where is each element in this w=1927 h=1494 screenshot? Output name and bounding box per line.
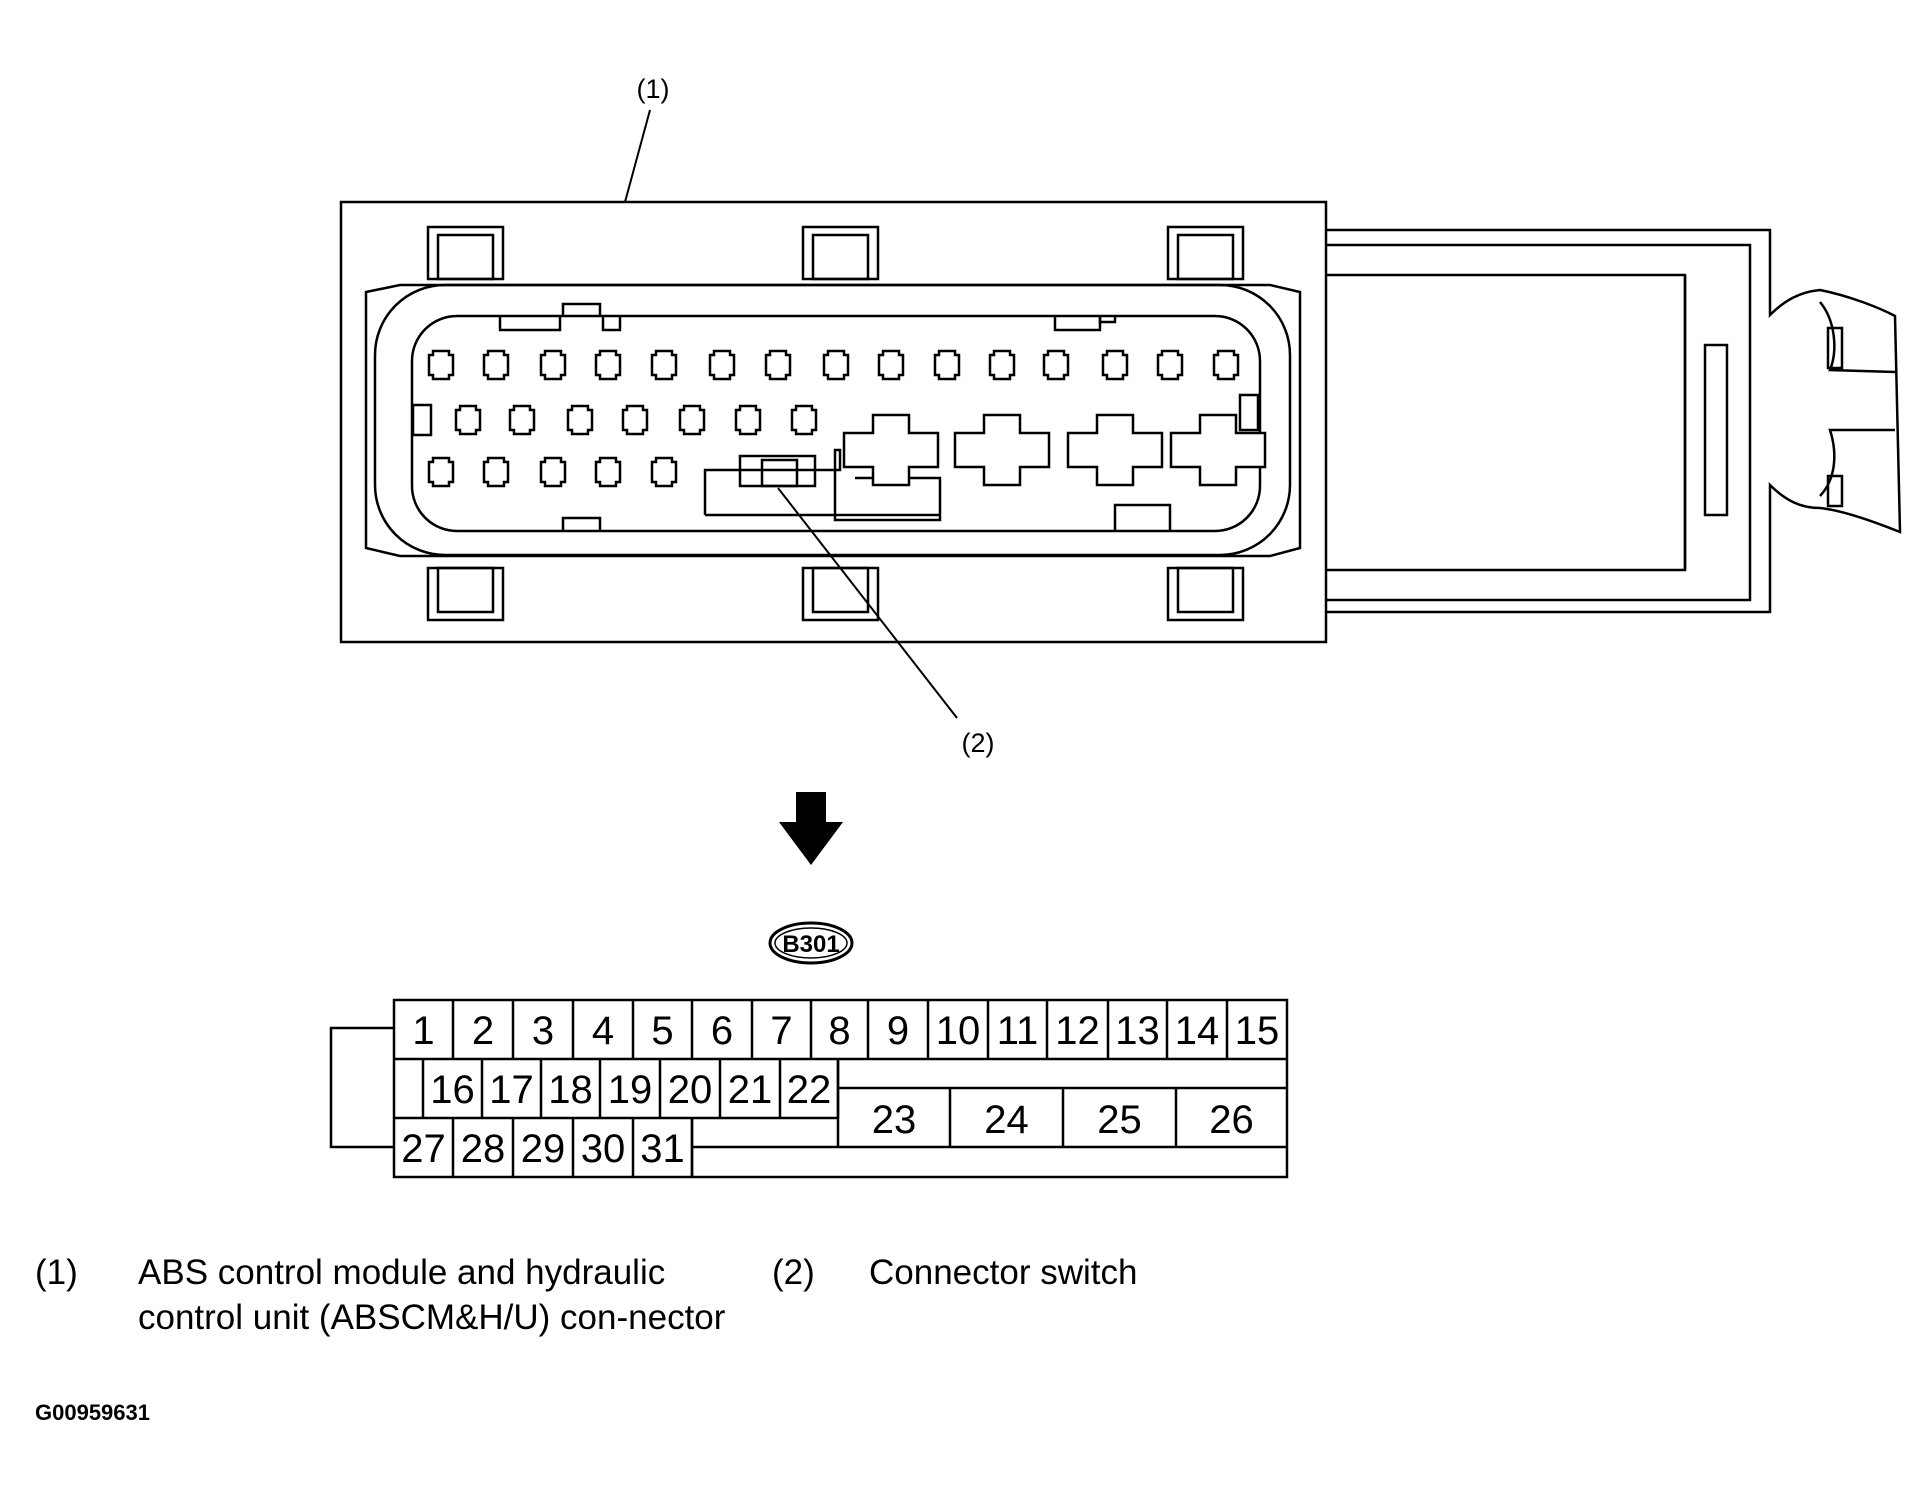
pin-number: 11 — [997, 1009, 1039, 1053]
pin-number: 27 — [401, 1127, 446, 1171]
terminal-cavity — [427, 349, 455, 381]
terminal-cavity — [482, 349, 510, 381]
terminal-cavity — [764, 349, 792, 381]
terminal-cavity — [454, 404, 482, 436]
terminal-cavity — [1212, 349, 1240, 381]
large-terminal-cavity — [1169, 413, 1267, 487]
terminal-cavity — [566, 404, 594, 436]
legend-text: Connector switch — [869, 1253, 1138, 1292]
pin-number: 16 — [430, 1068, 475, 1112]
leader-line-2 — [777, 487, 958, 719]
connector-housing — [339, 200, 1902, 644]
connector-code-badge: B301 — [768, 921, 854, 965]
terminal-cavity — [734, 404, 762, 436]
pin-number: 20 — [668, 1068, 713, 1112]
pin-number: 4 — [592, 1009, 614, 1053]
down-arrow-icon — [779, 792, 843, 865]
pin-number: 6 — [711, 1009, 733, 1053]
leader-line-1 — [624, 109, 651, 203]
pin-number: 17 — [489, 1068, 534, 1112]
pin-number: 5 — [651, 1009, 673, 1053]
terminal-cavity — [933, 349, 961, 381]
pin-number: 10 — [936, 1009, 981, 1053]
terminal-cavities — [427, 349, 1240, 488]
terminal-cavity — [650, 456, 678, 488]
terminal-cavity — [539, 349, 567, 381]
terminal-cavity — [594, 349, 622, 381]
legend-text: ABS control module and hydraulic control… — [138, 1253, 726, 1337]
terminal-cavity — [708, 349, 736, 381]
pin-number: 7 — [770, 1009, 792, 1053]
pin-number: 22 — [787, 1068, 832, 1112]
pin-number: 28 — [461, 1127, 506, 1171]
pin-number: 26 — [1209, 1098, 1254, 1142]
terminal-cavity — [822, 349, 850, 381]
terminal-cavity — [539, 456, 567, 488]
terminal-cavity — [482, 456, 510, 488]
pin-number: 3 — [532, 1009, 554, 1053]
pin-number: 21 — [728, 1068, 773, 1112]
pin-number: 2 — [472, 1009, 494, 1053]
terminal-cavity — [594, 456, 622, 488]
pin-number: 12 — [1055, 1009, 1100, 1053]
callout-1: (1) — [637, 74, 670, 104]
pin-number: 24 — [984, 1098, 1029, 1142]
pin-number: 23 — [872, 1098, 917, 1142]
large-terminal-cavity — [842, 413, 940, 487]
pin-number: 29 — [521, 1127, 566, 1171]
terminal-cavity — [508, 404, 536, 436]
pin-number: 30 — [581, 1127, 626, 1171]
terminal-cavity — [988, 349, 1016, 381]
pin-number: 31 — [640, 1127, 685, 1171]
terminal-cavity — [678, 404, 706, 436]
large-terminal-cavity — [953, 413, 1051, 487]
terminal-cavity — [1101, 349, 1129, 381]
callout-2: (2) — [962, 728, 995, 758]
terminal-cavity — [621, 404, 649, 436]
legend-number: (2) — [772, 1253, 815, 1292]
pin-number: 1 — [412, 1009, 434, 1053]
large-terminal-cavity — [1066, 413, 1164, 487]
pin-number: 15 — [1235, 1009, 1280, 1053]
pin-number: 25 — [1097, 1098, 1142, 1142]
terminal-cavity — [650, 349, 678, 381]
pin-number: 9 — [887, 1009, 909, 1053]
pin-number: 14 — [1175, 1009, 1220, 1053]
terminal-cavity — [1156, 349, 1184, 381]
connector-code: B301 — [782, 931, 839, 958]
terminal-cavity — [427, 456, 455, 488]
pin-number: 19 — [608, 1068, 653, 1112]
terminal-cavity — [790, 404, 818, 436]
large-terminal-cavities — [842, 413, 1267, 487]
figure-id: G00959631 — [35, 1400, 150, 1425]
terminal-cavity — [1042, 349, 1070, 381]
pin-number: 18 — [548, 1068, 593, 1112]
pin-number: 8 — [828, 1009, 850, 1053]
pin-number: 13 — [1115, 1009, 1160, 1053]
terminal-cavity — [877, 349, 905, 381]
legend-number: (1) — [35, 1253, 78, 1292]
